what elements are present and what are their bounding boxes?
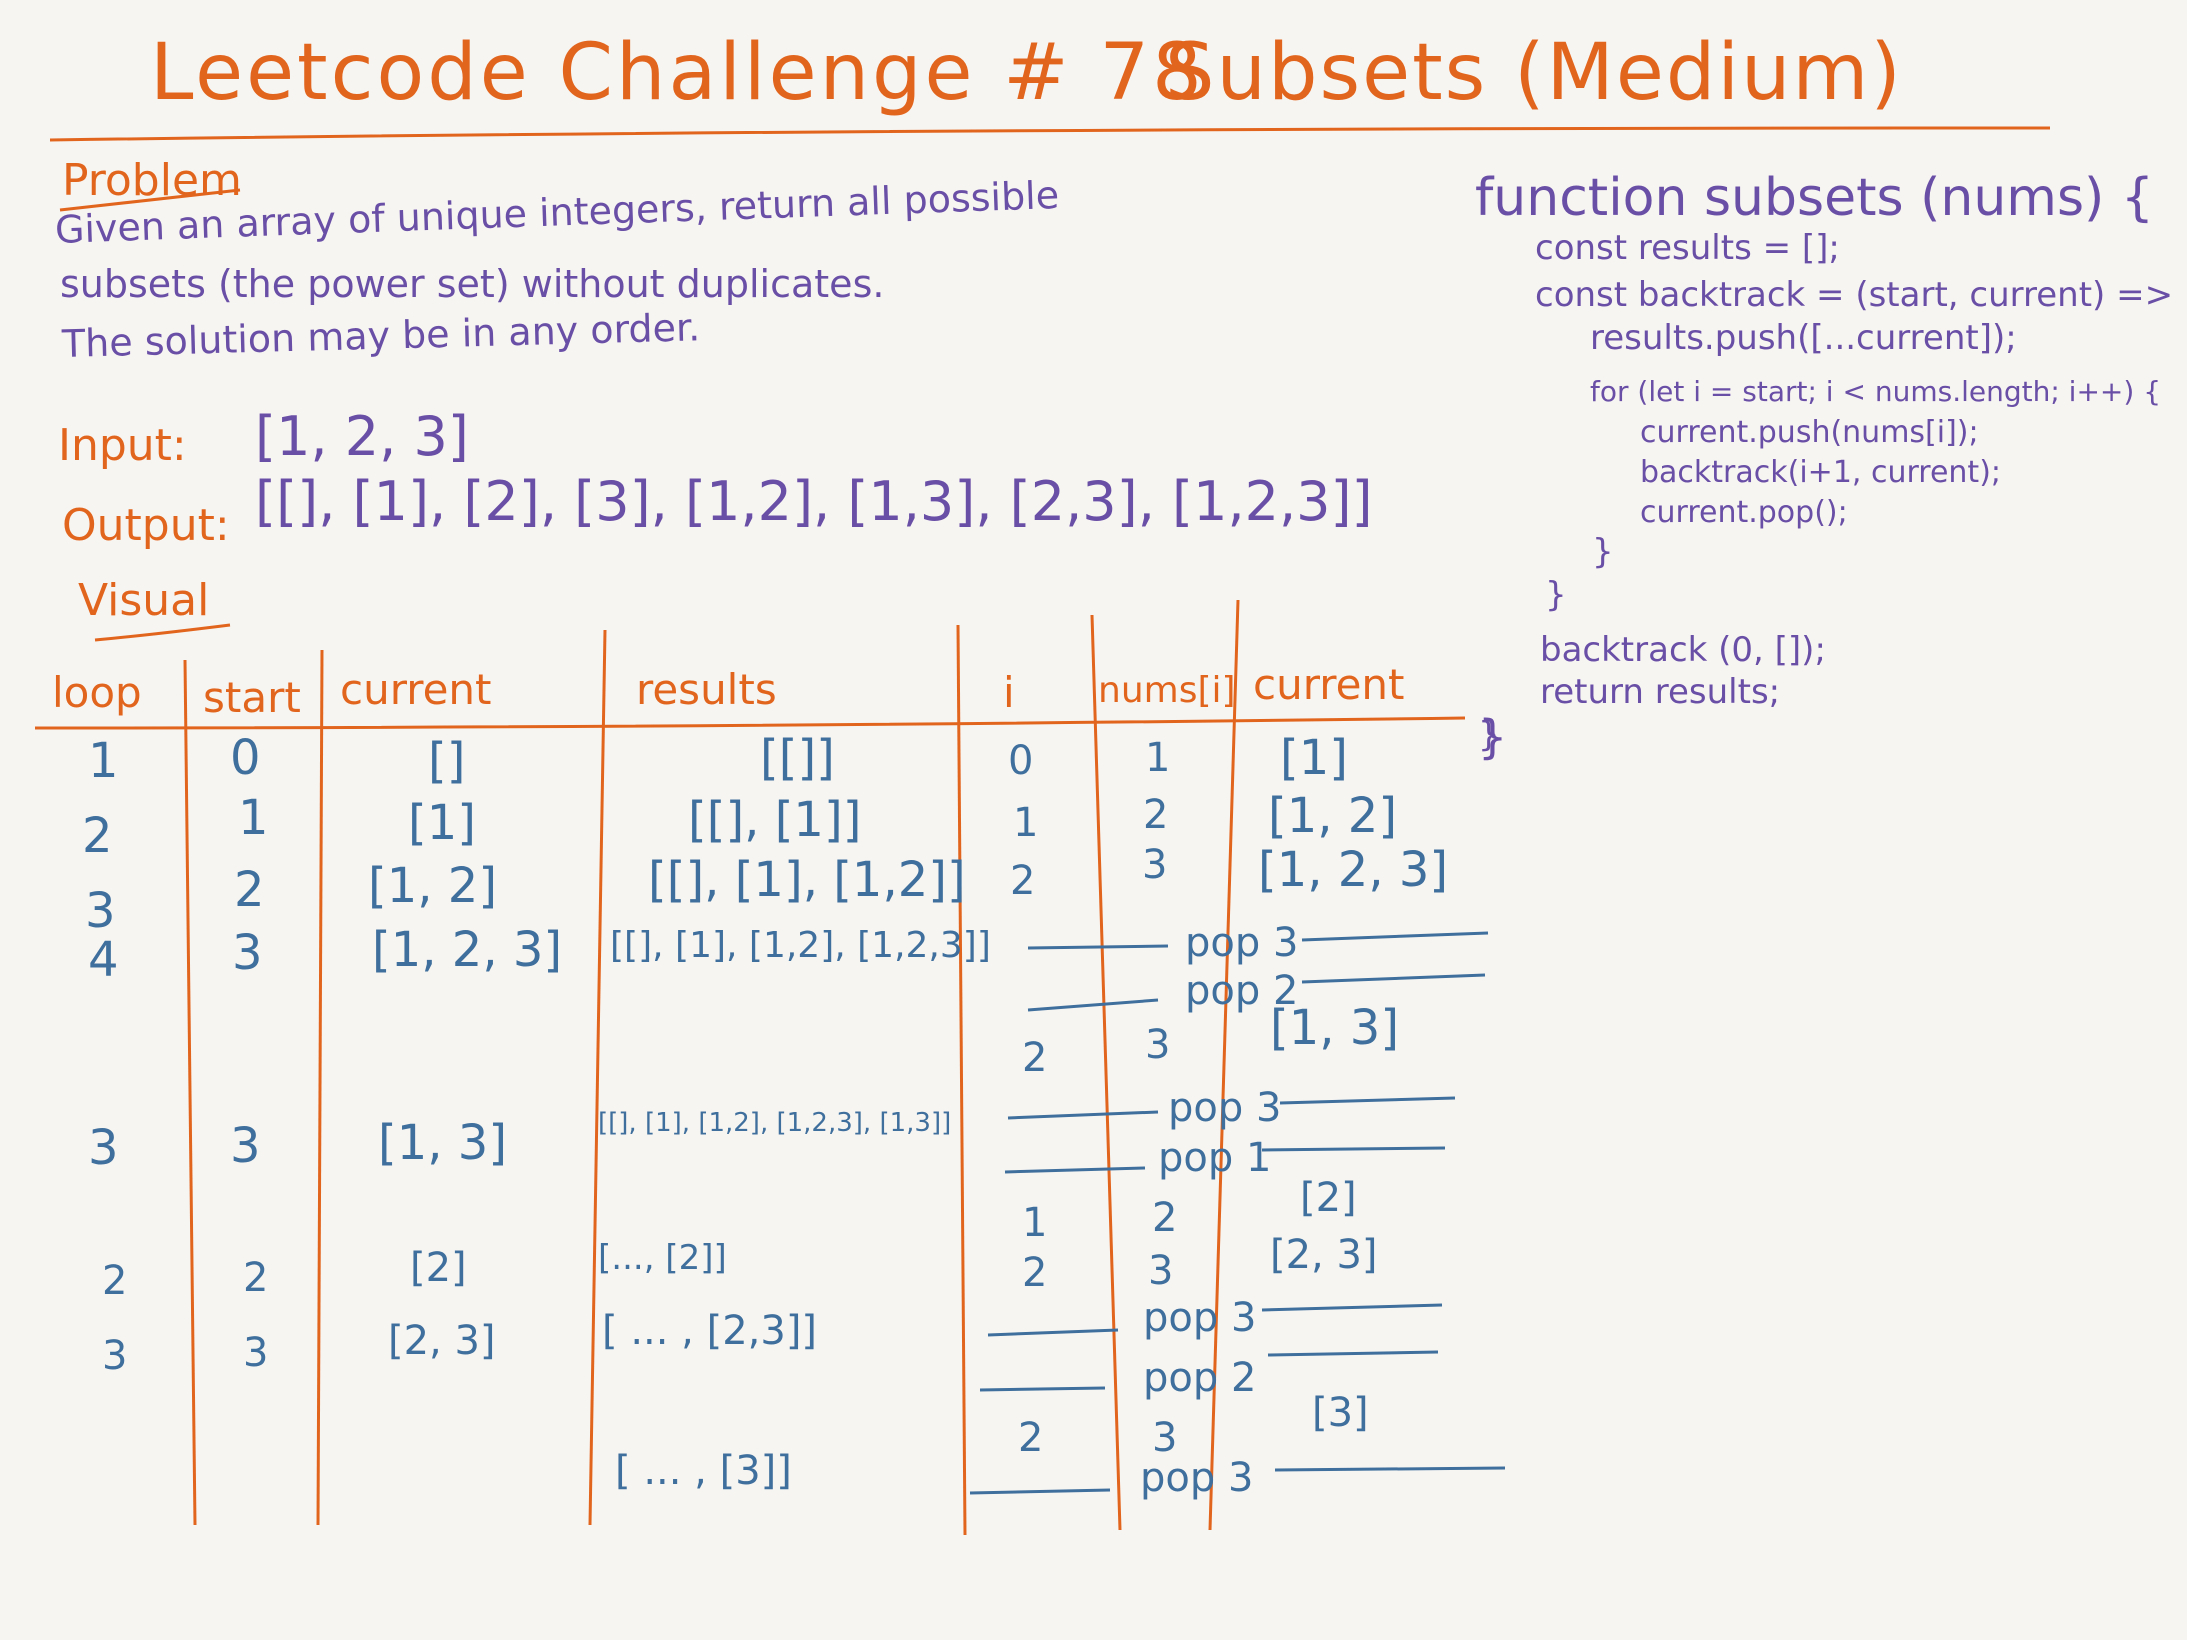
i-value-6: 2 bbox=[1022, 1250, 1048, 1296]
i-value-4: 2 bbox=[1022, 1035, 1048, 1081]
i-value-7: 2 bbox=[1018, 1415, 1044, 1461]
row1-results: [[]] bbox=[760, 730, 835, 786]
pop-label-7: pop 3 bbox=[1140, 1455, 1254, 1501]
code-line-13: } bbox=[1478, 715, 1500, 755]
row4-loop: 4 bbox=[88, 932, 119, 988]
code-line-9: } bbox=[1592, 532, 1614, 572]
header-i: i bbox=[1003, 668, 1015, 717]
row6-current: [2] bbox=[410, 1245, 467, 1291]
i-value-2: 1 bbox=[1013, 800, 1039, 846]
nums-value-3: 3 bbox=[1142, 842, 1168, 888]
row1-loop: 1 bbox=[88, 733, 119, 789]
nums-value-4: 3 bbox=[1145, 1022, 1171, 1068]
row3-results: [[], [1], [1,2]] bbox=[648, 852, 966, 908]
row1-start: 0 bbox=[230, 730, 261, 786]
header-results: results bbox=[636, 665, 777, 714]
page-subtitle: Subsets (Medium) bbox=[1165, 28, 1903, 118]
row5-loop: 3 bbox=[88, 1120, 119, 1176]
row4-results: [[], [1], [1,2], [1,2,3]] bbox=[610, 925, 991, 966]
pop-label-6: pop 2 bbox=[1143, 1355, 1257, 1401]
row2-current: [1] bbox=[408, 795, 476, 851]
row1-current: [] bbox=[428, 733, 466, 789]
row7-start: 3 bbox=[243, 1330, 269, 1376]
row5-current: [1, 3] bbox=[378, 1115, 508, 1171]
row5-results: [[], [1], [1,2], [1,2,3], [1,3]] bbox=[598, 1108, 952, 1138]
nums-value-1: 1 bbox=[1145, 735, 1171, 781]
header-loop: loop bbox=[52, 668, 142, 717]
current-right-5: [2] bbox=[1300, 1175, 1357, 1221]
header-current: current bbox=[340, 665, 492, 714]
code-line-12: return results; bbox=[1540, 672, 1781, 712]
output-value: [[], [1], [2], [3], [1,2], [1,3], [2,3],… bbox=[255, 470, 1373, 533]
nums-value-5: 2 bbox=[1152, 1195, 1178, 1241]
code-line-8: current.pop(); bbox=[1640, 495, 1848, 530]
current-right-7: [3] bbox=[1312, 1390, 1369, 1436]
row4-start: 3 bbox=[232, 925, 263, 981]
row3-current: [1, 2] bbox=[368, 858, 498, 914]
row3-loop: 3 bbox=[85, 883, 116, 939]
row2-results: [[], [1]] bbox=[688, 792, 862, 848]
page-title: Leetcode Challenge # 78 bbox=[150, 28, 1205, 118]
pop-label-1: pop 3 bbox=[1185, 920, 1299, 966]
nums-value-7: 3 bbox=[1152, 1415, 1178, 1461]
table-side-brace: } bbox=[1478, 710, 1508, 764]
current-right-6: [2, 3] bbox=[1270, 1232, 1378, 1278]
nums-value-6: 3 bbox=[1148, 1248, 1174, 1294]
output-label: Output: bbox=[62, 500, 230, 551]
pop-label-4: pop 1 bbox=[1158, 1135, 1272, 1181]
row5-start: 3 bbox=[230, 1118, 261, 1174]
code-line-4: results.push([...current]); bbox=[1590, 318, 2017, 358]
code-line-3: const backtrack = (start, current) => { bbox=[1535, 275, 2187, 315]
current-right-1: [1] bbox=[1280, 730, 1348, 786]
i-value-3: 2 bbox=[1010, 858, 1036, 904]
problem-heading: Problem bbox=[62, 155, 242, 206]
code-line-1: function subsets (nums) { bbox=[1475, 168, 2154, 228]
current-right-3: [1, 2, 3] bbox=[1258, 842, 1449, 898]
visual-heading: Visual bbox=[78, 575, 210, 626]
row2-loop: 2 bbox=[82, 808, 113, 864]
header-nums-i: nums[i] bbox=[1098, 670, 1236, 711]
input-value: [1, 2, 3] bbox=[255, 405, 469, 468]
problem-line-2: subsets (the power set) without duplicat… bbox=[60, 262, 885, 306]
row2-start: 1 bbox=[238, 790, 269, 846]
pop-label-5: pop 3 bbox=[1143, 1295, 1257, 1341]
pop-label-2: pop 2 bbox=[1185, 968, 1299, 1014]
i-value-1: 0 bbox=[1008, 738, 1034, 784]
nums-value-2: 2 bbox=[1143, 792, 1169, 838]
row6-loop: 2 bbox=[102, 1258, 128, 1304]
code-line-6: current.push(nums[i]); bbox=[1640, 415, 1979, 450]
row7-current: [2, 3] bbox=[388, 1318, 496, 1364]
pop-label-3: pop 3 bbox=[1168, 1085, 1282, 1131]
row4-current: [1, 2, 3] bbox=[372, 922, 563, 978]
current-right-4: [1, 3] bbox=[1270, 1000, 1400, 1056]
code-line-2: const results = []; bbox=[1535, 228, 1840, 268]
row6-start: 2 bbox=[243, 1255, 269, 1301]
header-current-right: current bbox=[1253, 660, 1405, 709]
current-right-2: [1, 2] bbox=[1268, 788, 1398, 844]
row6-results: [..., [2]] bbox=[598, 1238, 727, 1278]
input-label: Input: bbox=[58, 420, 187, 471]
code-line-5: for (let i = start; i < nums.length; i++… bbox=[1590, 375, 2162, 408]
i-value-5: 1 bbox=[1022, 1200, 1048, 1246]
code-line-11: backtrack (0, []); bbox=[1540, 630, 1826, 670]
row7-loop: 3 bbox=[102, 1333, 128, 1379]
header-start: start bbox=[203, 673, 301, 722]
code-line-10: } bbox=[1545, 575, 1567, 615]
row7-results: [ ... , [2,3]] bbox=[602, 1308, 818, 1354]
row8-results: [ ... , [3]] bbox=[615, 1448, 792, 1494]
code-line-7: backtrack(i+1, current); bbox=[1640, 455, 2002, 490]
row3-start: 2 bbox=[234, 862, 265, 918]
